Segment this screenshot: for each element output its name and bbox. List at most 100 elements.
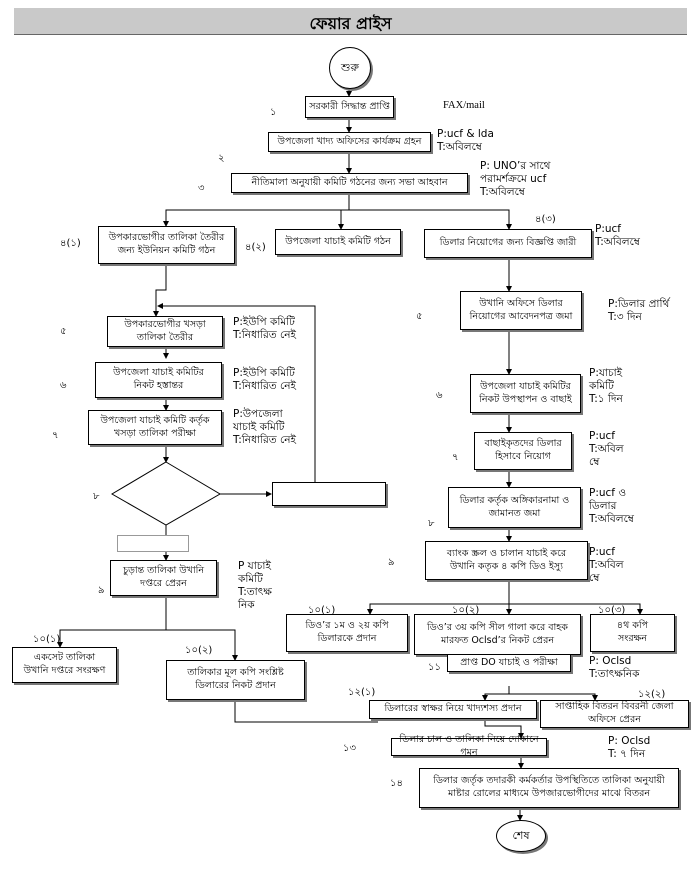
step-text: উপকারভোগীর তালিকা তৈরীর <box>108 232 225 244</box>
title-bar: ফেয়ার প্রাইস <box>14 8 687 35</box>
step-text: ডিলার চাল ও তালিকা নিয়ে দোকানে গমন <box>399 734 539 758</box>
annotation-line: P: Oclsd <box>589 655 632 667</box>
end-oval: শেষ <box>496 820 546 852</box>
step-dealer-application: উখানি অফিসে ডিলার নিয়োগের আবেদনপত্র জমা <box>460 291 582 330</box>
step-number: ৪(২) <box>245 242 266 253</box>
arrow-s41-l5 <box>153 264 167 317</box>
annotation-line: T:১ দিন <box>589 393 623 406</box>
step-text: সরকারী সিদ্ধান্ত প্রাপ্তি <box>309 100 390 112</box>
step-bond-deposit: ডিলার কর্তৃক অঙ্গিকারনামা ও জামানত জমা <box>448 487 581 528</box>
step-number: ৯ <box>98 585 105 596</box>
step-present-select: উপজেলা যাচাই কমিটির নিকট উপস্থাপন ও বাছা… <box>470 374 581 413</box>
step-number: ৩ <box>198 183 205 194</box>
annotation-line: P: Oclsd <box>608 735 651 747</box>
arrow-r121-r13 <box>484 719 524 739</box>
annotation-left-7: P:উপজেলা যাচাই কমিটি T:নিধারিত নেই <box>233 408 296 447</box>
annotation-line: যাচাই কমিটি <box>233 421 285 434</box>
step-deliver-grain: ডিলারের স্বাক্ষর নিয়ে খাদ্যশস্য প্রদান <box>369 700 537 719</box>
arrow-l9-l102 <box>166 629 238 661</box>
step-number: ১০(১) <box>308 605 336 616</box>
step-number: ৬ <box>436 390 443 401</box>
step-handover-upazila: উপজেলা যাচাই কমিটির নিকট হস্তান্তর <box>95 362 222 398</box>
step-text: তালিকা তৈরীর <box>136 331 194 343</box>
annotation-step-11: P: Oclsd T:তাৎক্ষনিক <box>589 655 639 681</box>
step-text: ডিলার নিয়োগের জন্য বিজ্ঞপ্তি জারী <box>439 237 577 249</box>
step-number: ৭ <box>452 452 459 463</box>
annotation-line: P: UNO’র সাথে <box>480 160 551 172</box>
step-draft-review: উপজেলা যাচাই কমিটি কর্তৃক খসড়া তালিকা প… <box>88 410 222 445</box>
step-text: চুড়ান্ত তালিকা উখানি <box>122 565 205 577</box>
step-do-copy-sealed: ডিও’র ৩য় কপি সীল গালা করে বাহক মারফত Oc… <box>414 614 581 655</box>
annotation-right-9: P:ucf T:অবিল ম্বে <box>589 546 624 585</box>
step-text: উপজেলা খাদ্য অফিসের কার্যক্রম গ্রহন <box>277 135 422 147</box>
annotation-line: নিক <box>238 599 255 612</box>
step-number: ১০(৩) <box>598 605 626 616</box>
fax-note: FAX/mail <box>443 100 485 111</box>
annotation-line: T:অবিলম্বে <box>595 236 640 249</box>
annotation-line: ম্বে <box>589 572 600 585</box>
step-dealer-to-shop: ডিলার চাল ও তালিকা নিয়ে দোকানে গমন <box>391 734 547 758</box>
arrow-r9-r103 <box>509 603 643 615</box>
step-number: ৮ <box>93 491 100 502</box>
arrow-r11-r121 <box>482 686 510 701</box>
annotation-line: P:ucf <box>589 546 615 558</box>
step-text: তালিকার মূল কপি সংশ্লিষ্ট <box>187 667 284 679</box>
step-text: উপজেলা যাচাই কমিটির <box>480 380 571 392</box>
annotation-step-2: P:ucf & lda T:অবিলম্বে <box>437 128 494 154</box>
step-dealer-notice: ডিলার নিয়োগের জন্য বিজ্ঞপ্তি জারী <box>424 229 592 258</box>
step-text: প্রাপ্ত DO যাচাই ও পরীক্ষা <box>460 656 558 668</box>
step-text: ডিও’র ১ম ও ২য় কপি <box>305 620 389 632</box>
step-number: ১৪ <box>390 778 403 789</box>
step-distribution: ডিলার জর্তৃক তদারকী কর্মকর্তার উপস্থিতিত… <box>419 768 679 808</box>
step-committee-meeting: নীতিমালা অনুযায়ী কমিটি গঠনের জন্য সভা আ… <box>231 173 468 193</box>
step-upazila-committee: উপজেলা যাচাই কমিটি গঠন <box>275 229 401 255</box>
annotation-right-8: P:ucf ও ডিলার T:অবিলম্বে <box>589 487 634 526</box>
step-text: উখানি দপ্তরে সংরক্ষণ <box>23 665 106 676</box>
step-revise <box>272 482 386 506</box>
annotation-step-13: P: Oclsd T: ৭ দিন <box>608 735 650 761</box>
annotation-left-6: P:ইউপি কমিটি T:নিধারিত নেই <box>233 367 296 393</box>
end-label: শেষ <box>512 828 530 842</box>
annotation-line: P:ডিলার প্রার্থি <box>608 298 670 310</box>
step-final-list: চুড়ান্ত তালিকা উখানি দপ্তরে প্রেরন <box>110 560 217 596</box>
step-keep-fourth-copy: ৪থ কপি সংরক্ষন <box>590 614 675 652</box>
step-food-office-action: উপজেলা খাদ্য অফিসের কার্যক্রম গ্রহন <box>268 132 431 152</box>
annotation-line: T:অবিলম্বে <box>480 186 525 199</box>
step-number: ১২(২) <box>638 689 666 700</box>
step-give-original: তালিকার মূল কপি সংশ্লিষ্ট ডিলারের নিকট প… <box>166 660 305 700</box>
annotation-line: P:ইউপি কমিটি <box>233 316 295 328</box>
step-text: সংরক্ষন <box>618 633 647 644</box>
annotation-line: P:ucf & lda <box>437 128 494 140</box>
arrow-r9-r101 <box>367 580 510 615</box>
step-text: উখানি অফিসে ডিলার <box>479 297 563 309</box>
annotation-line: T:অবিলম্বে <box>589 513 634 526</box>
decision-diamond <box>111 461 221 526</box>
step-number: ১৩ <box>343 743 356 754</box>
annotation-line: T:তাৎক্ষনিক <box>589 668 640 681</box>
step-number: ২ <box>218 153 225 164</box>
step-text: উপকারভোগীর খসড়া <box>124 318 206 330</box>
step-union-committee: উপকারভোগীর তালিকা তৈরীর জন্য ইউনিয়ন কমি… <box>98 226 235 264</box>
step-number: ১ <box>270 107 277 118</box>
step-text: নিকট হস্তান্তর <box>133 380 184 391</box>
annotation-line: T:তাৎক্ষ <box>238 586 272 599</box>
step-text: সাপ্তাহিক বিতরন বিবরনী জেলা <box>555 701 674 713</box>
step-number: ১১ <box>428 662 441 673</box>
annotation-line: কমিটি <box>238 573 263 586</box>
annotation-line: P:ইউপি কমিটি <box>233 367 295 379</box>
step-text: ডিও’র ৩য় কপি সীল গালা করে বাহক <box>427 621 568 633</box>
step-text: উপজেলা যাচাই কমিটি কর্তৃক <box>100 414 210 426</box>
step-number: ৪(৩) <box>535 214 556 225</box>
step-text: মারফত Oclsd’র নিকট প্রেরন <box>440 634 554 646</box>
step-draft-list: উপকারভোগীর খসড়া তালিকা তৈরীর <box>107 316 223 347</box>
step-text: অফিসে প্রেরন <box>588 714 641 725</box>
step-dealer-appointment: বাছাইকৃতদের ডিলার হিসাবে নিয়োগ <box>474 432 572 470</box>
step-text: একসেট তালিকা <box>33 652 96 664</box>
step-number: ৯ <box>388 557 395 568</box>
step-text: ডিলার কর্তৃক অঙ্গিকারনামা ও <box>459 494 570 506</box>
annotation-line: পরামর্শক্রমে ucf <box>480 173 547 186</box>
annotation-line: কমিটি <box>589 380 614 393</box>
step-keep-list: একসেট তালিকা উখানি দপ্তরে সংরক্ষণ <box>12 647 117 683</box>
annotation-line: P:ucf ও <box>589 487 627 499</box>
